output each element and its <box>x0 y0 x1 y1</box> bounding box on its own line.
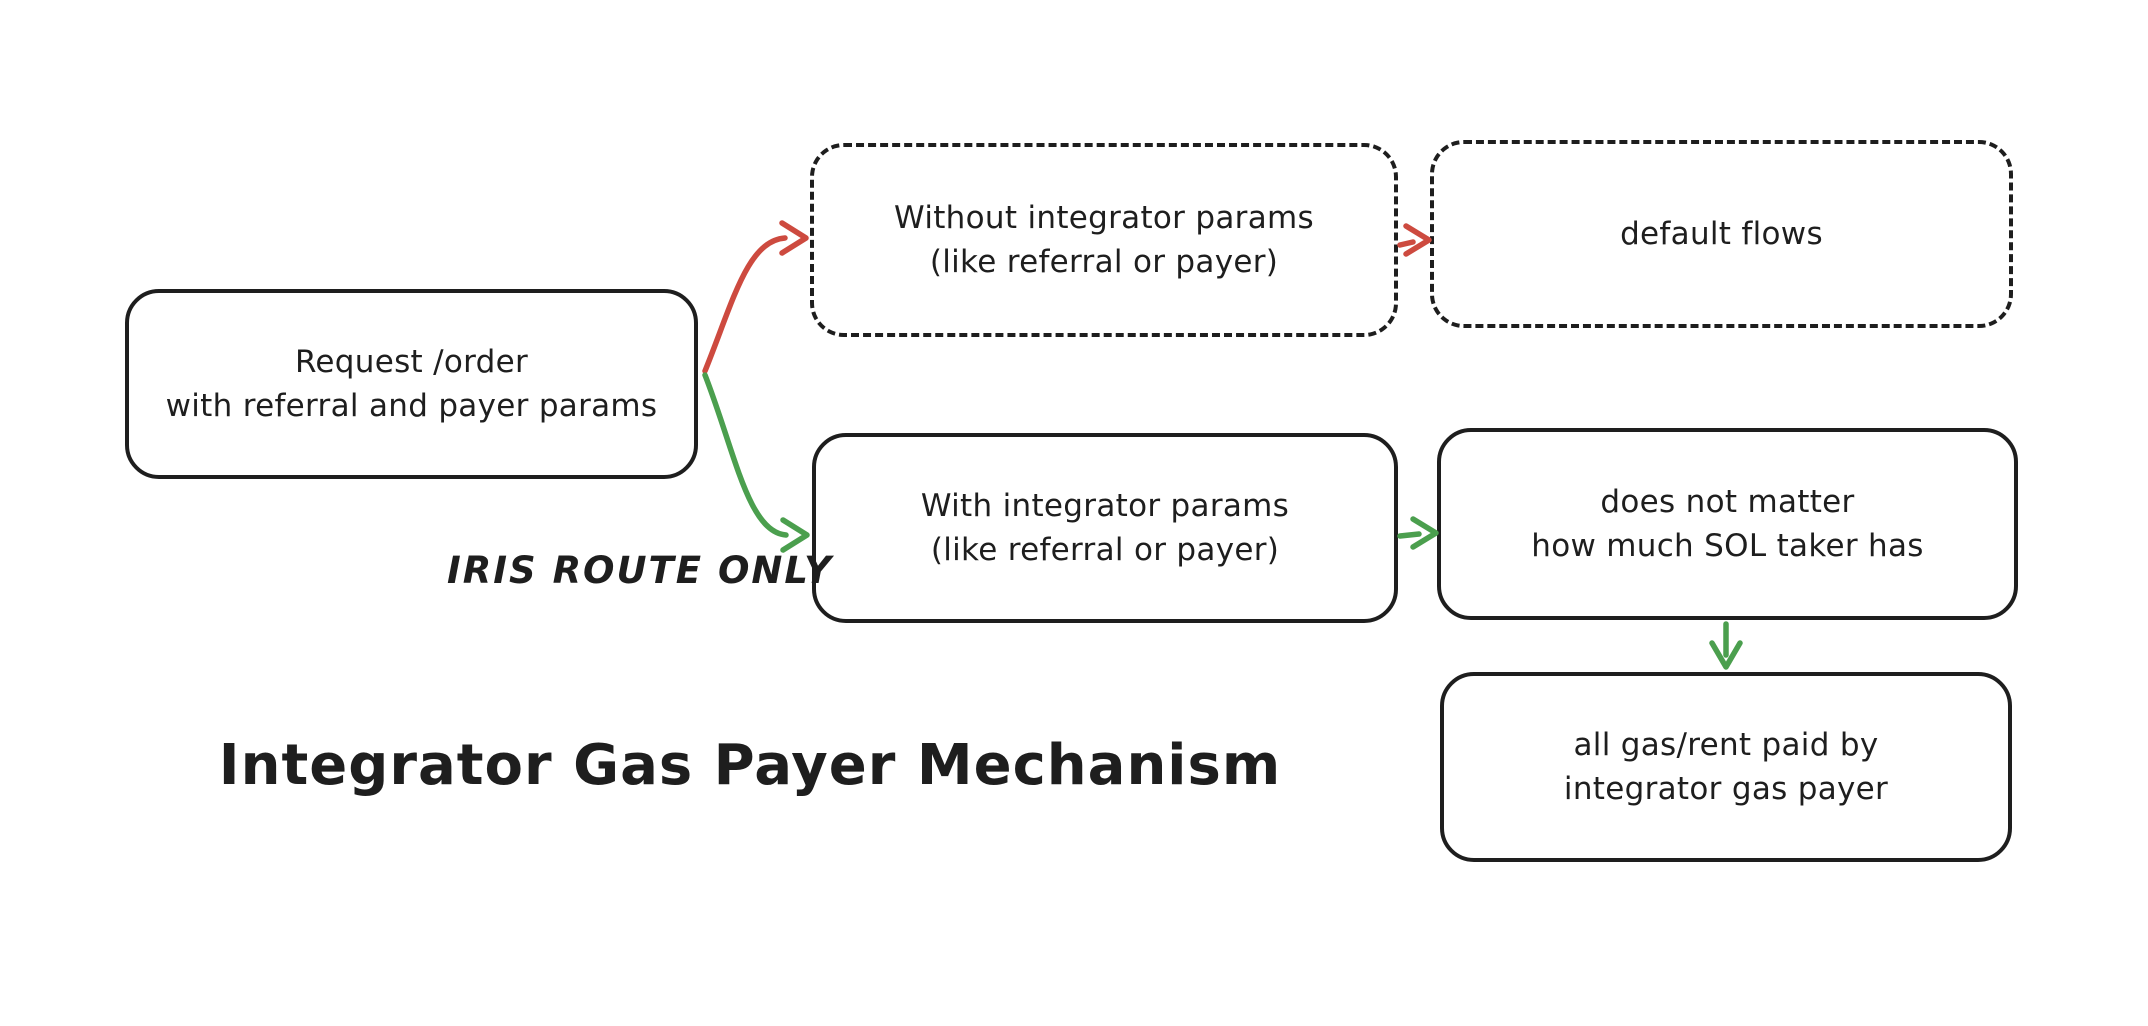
node-with-integrator-params: With integrator params (like referral or… <box>812 433 1398 623</box>
edge-request-to-without-params <box>702 235 788 374</box>
node-default-flows: default flows <box>1430 140 2013 328</box>
iris-route-label: IRIS ROUTE ONLY <box>447 549 833 592</box>
diagram-title: Integrator Gas Payer Mechanism <box>218 733 1282 798</box>
node-text-line: how much SOL taker has <box>1531 528 1924 564</box>
arrowhead-right-icon <box>780 517 810 553</box>
arrowhead-right-icon <box>1410 516 1439 550</box>
edge-request-to-with-params <box>702 372 789 538</box>
node-text-line: Without integrator params <box>894 199 1314 236</box>
edge-with-params-to-sol-taker <box>1397 531 1422 539</box>
node-text-line: does not matter <box>1600 483 1855 520</box>
node-text-line: (like referral or payer) <box>929 244 1279 280</box>
arrowhead-right-icon <box>1403 223 1432 257</box>
node-gas-payer: all gas/rent paid by integrator gas paye… <box>1440 672 2012 862</box>
node-text-line: (like referral or payer) <box>930 532 1280 568</box>
node-sol-taker: does not matter how much SOL taker has <box>1437 428 2018 620</box>
node-request-order: Request /order with referral and payer p… <box>125 289 698 479</box>
node-text-line: Request /order <box>294 343 529 380</box>
node-text-line: integrator gas payer <box>1563 771 1889 807</box>
edge-without-params-to-default-flows <box>1397 239 1416 248</box>
node-text-line: with referral and payer params <box>165 388 658 424</box>
arrowhead-right-icon <box>779 220 809 256</box>
node-without-integrator-params: Without integrator params (like referral… <box>810 143 1398 337</box>
node-text-line: With integrator params <box>920 487 1290 524</box>
node-text-line: all gas/rent paid by <box>1573 726 1879 763</box>
node-text-line: default flows <box>1620 215 1823 252</box>
arrowhead-down-icon <box>1709 640 1743 670</box>
